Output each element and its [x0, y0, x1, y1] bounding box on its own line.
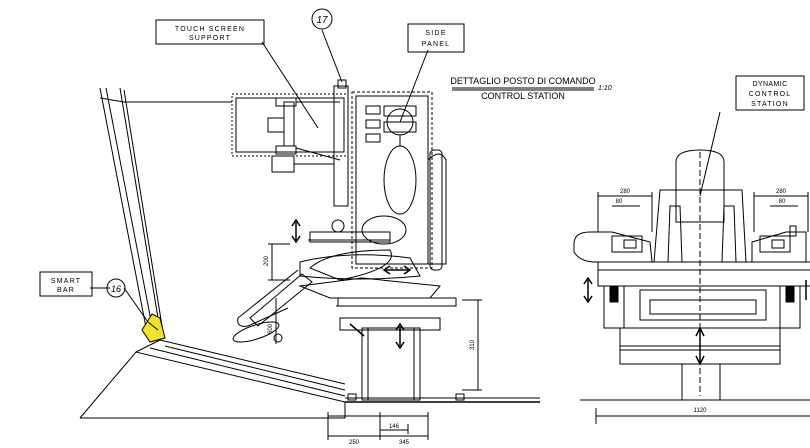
dim-front-right-80: 80 [779, 199, 786, 205]
smart-bar-label-2: BAR [57, 287, 75, 294]
side-panel-column [351, 91, 433, 269]
leader-lines-side [90, 29, 429, 323]
dim-front-right-280: 280 [776, 189, 787, 195]
dynamic-box [735, 75, 805, 111]
seat-pedestal [336, 305, 452, 401]
dim-side-345: 345 [399, 440, 410, 446]
windshield-frame [99, 87, 163, 339]
dynamic-label-1: DYNAMIC [752, 81, 787, 88]
dim-front-1120: 1120 [694, 408, 708, 414]
dim-front-left-80: 80 [616, 199, 623, 205]
dynamic-label-3: STATION [751, 101, 789, 108]
seat-assembly [298, 149, 457, 307]
dim-side-600: 600 [268, 323, 274, 334]
front-view-seat [580, 149, 810, 401]
dimension-lines-side [268, 243, 482, 440]
touch-screen-label-2: SUPPORT [189, 35, 231, 42]
dummy-occupant [232, 108, 417, 343]
adjust-arrows-side [291, 218, 412, 350]
dim-side-250: 250 [349, 440, 360, 446]
smart-bar-box [39, 271, 93, 297]
side-panel-label-1: SIDE [425, 30, 446, 37]
dim-side-310: 310 [470, 339, 476, 350]
item-17-number: 17 [316, 15, 328, 26]
touch-screen-box [155, 19, 265, 45]
touch-screen-label-1: TOUCH SCREEN [175, 26, 245, 33]
adjust-arrows-front [583, 276, 807, 366]
item-16-circle [106, 278, 126, 298]
front-armrests [573, 225, 807, 263]
title-scale: 1:10 [598, 85, 612, 92]
touch-screen-arm [231, 79, 349, 207]
side-panel-label-2: PANEL [422, 41, 450, 48]
dim-side-200: 200 [264, 255, 270, 266]
dim-front-left-280: 280 [620, 189, 631, 195]
side-panel-box [407, 23, 465, 53]
dim-side-146: 146 [389, 424, 400, 430]
cabin-floor [79, 339, 346, 419]
smart-bar-label-1: SMART [51, 278, 81, 285]
item-17-circle [311, 8, 333, 30]
ground-line [345, 393, 540, 403]
title-italian: DETTAGLIO POSTO DI COMANDO [450, 76, 595, 86]
item-16-number: 16 [111, 284, 121, 294]
dynamic-label-2: CONTROL [749, 91, 792, 98]
dimension-lines-front [595, 152, 810, 424]
title-english: CONTROL STATION [481, 91, 565, 101]
